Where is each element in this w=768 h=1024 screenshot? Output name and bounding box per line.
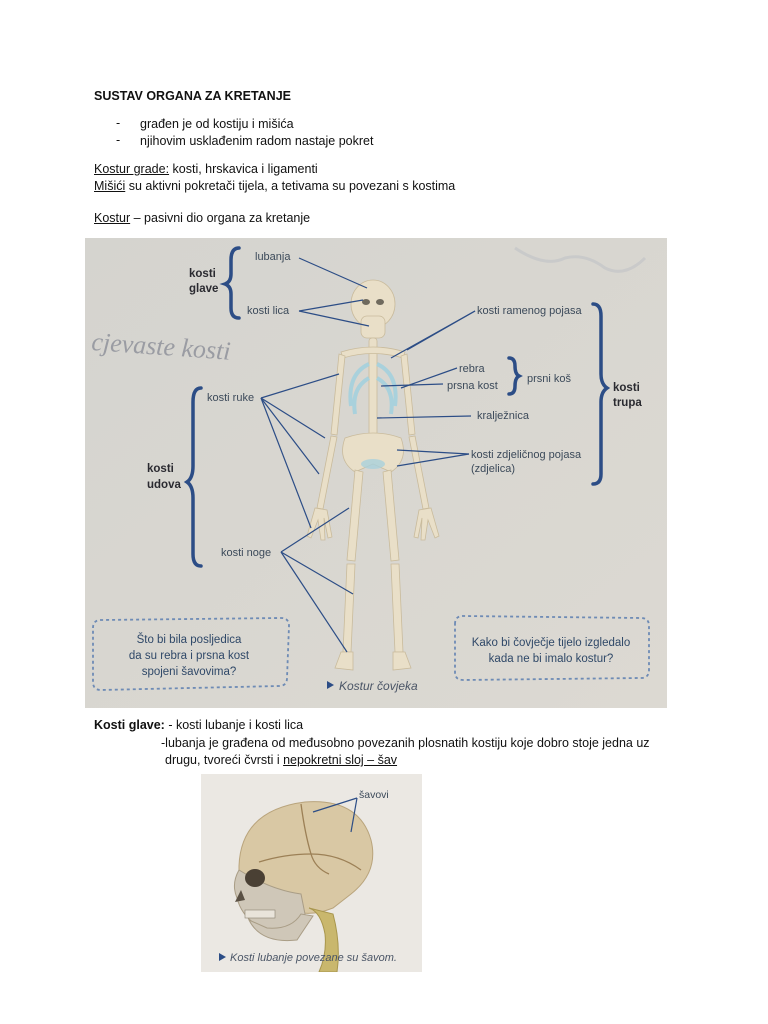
label-kosti-ruke: kosti ruke bbox=[207, 392, 254, 404]
label-kosti-udova-1: kosti bbox=[147, 463, 174, 475]
misici-text: su aktivni pokretači tijela, a tetivama … bbox=[125, 179, 456, 193]
label-prsni-kos: prsni koš bbox=[527, 373, 572, 385]
question-right-1: Kako bi čovječje tijelo izgledalo bbox=[472, 637, 631, 649]
label-kosti-noge: kosti noge bbox=[221, 547, 271, 559]
misici-label: Mišići bbox=[94, 179, 126, 193]
figure1-caption: Kostur čovjeka bbox=[339, 679, 418, 693]
skull-figure: šavovi Kosti lubanje povezane su šavom. bbox=[201, 774, 422, 972]
question-left-3: spojeni šavovima? bbox=[142, 666, 237, 678]
label-kosti-trupa-2: trupa bbox=[613, 397, 642, 409]
label-lubanja: lubanja bbox=[255, 251, 291, 263]
question-left-1: Što bi bila posljedica bbox=[137, 633, 242, 646]
label-kosti-glave-1: kosti bbox=[189, 268, 216, 280]
bullet-item: njihovim usklađenim radom nastaje pokret bbox=[140, 134, 374, 148]
misici-line: Mišići su aktivni pokretači tijela, a te… bbox=[94, 178, 455, 194]
question-box-left bbox=[92, 617, 290, 691]
question-left-2: da su rebra i prsna kost bbox=[129, 650, 250, 662]
lubanja-line-1: -lubanja je građena od međusobno povezan… bbox=[161, 736, 650, 750]
kostur-grade-line: Kostur grade: kosti, hrskavica i ligamen… bbox=[94, 161, 318, 177]
question-box-right bbox=[454, 615, 650, 681]
kostur-pasivni-line: Kostur – pasivni dio organa za kretanje bbox=[94, 210, 310, 226]
kostur-grade-label: Kostur grade: bbox=[94, 162, 170, 176]
skeleton-illustration: cjevaste kosti bbox=[85, 238, 667, 708]
caption-arrow-icon bbox=[219, 953, 226, 961]
question-right-2: kada ne bi imalo kostur? bbox=[489, 653, 614, 665]
skeleton-figure: cjevaste kosti bbox=[85, 238, 667, 708]
bullet-marker: - bbox=[116, 116, 121, 130]
caption-arrow-icon bbox=[327, 681, 334, 689]
label-kraljeznica: kralježnica bbox=[477, 410, 530, 422]
page-heading: SUSTAV ORGANA ZA KRETANJE bbox=[94, 89, 291, 103]
skull-illustration: šavovi Kosti lubanje povezane su šavom. bbox=[201, 774, 422, 972]
kostur-label: Kostur bbox=[94, 211, 131, 225]
figure2-caption: Kosti lubanje povezane su šavom. bbox=[230, 952, 397, 964]
label-kosti-trupa-1: kosti bbox=[613, 382, 640, 394]
label-savovi: šavovi bbox=[359, 789, 389, 801]
kostur-pasivni-text: – pasivni dio organa za kretanje bbox=[130, 211, 311, 225]
kosti-glave-label: Kosti glave: bbox=[94, 718, 165, 732]
label-kosti-lica: kosti lica bbox=[247, 305, 290, 317]
kostur-grade-text: kosti, hrskavica i ligamenti bbox=[169, 162, 318, 176]
bullet-item: građen je od kostiju i mišića bbox=[140, 117, 294, 131]
label-rebra: rebra bbox=[459, 363, 486, 375]
kosti-glave-text: - kosti lubanje i kosti lica bbox=[164, 718, 304, 732]
label-zdjelica: (zdjelica) bbox=[471, 463, 515, 475]
label-kosti-glave-2: glave bbox=[189, 283, 218, 295]
label-kosti-zdjelicnog-pojasa: kosti zdjeličnog pojasa bbox=[471, 449, 582, 461]
nepokretni-sloj-text: nepokretni sloj – šav bbox=[283, 753, 398, 767]
bullet-marker: - bbox=[116, 133, 121, 147]
kosti-glave-line: Kosti glave: - kosti lubanje i kosti lic… bbox=[94, 717, 303, 733]
label-kosti-ramenog-pojasa: kosti ramenog pojasa bbox=[477, 305, 582, 317]
lubanja-line-2-text: drugu, tvoreći čvrsti i bbox=[165, 753, 284, 767]
label-prsna-kost: prsna kost bbox=[447, 380, 498, 392]
lubanja-line-2: drugu, tvoreći čvrsti i nepokretni sloj … bbox=[165, 752, 397, 768]
label-kosti-udova-2: udova bbox=[147, 479, 181, 491]
